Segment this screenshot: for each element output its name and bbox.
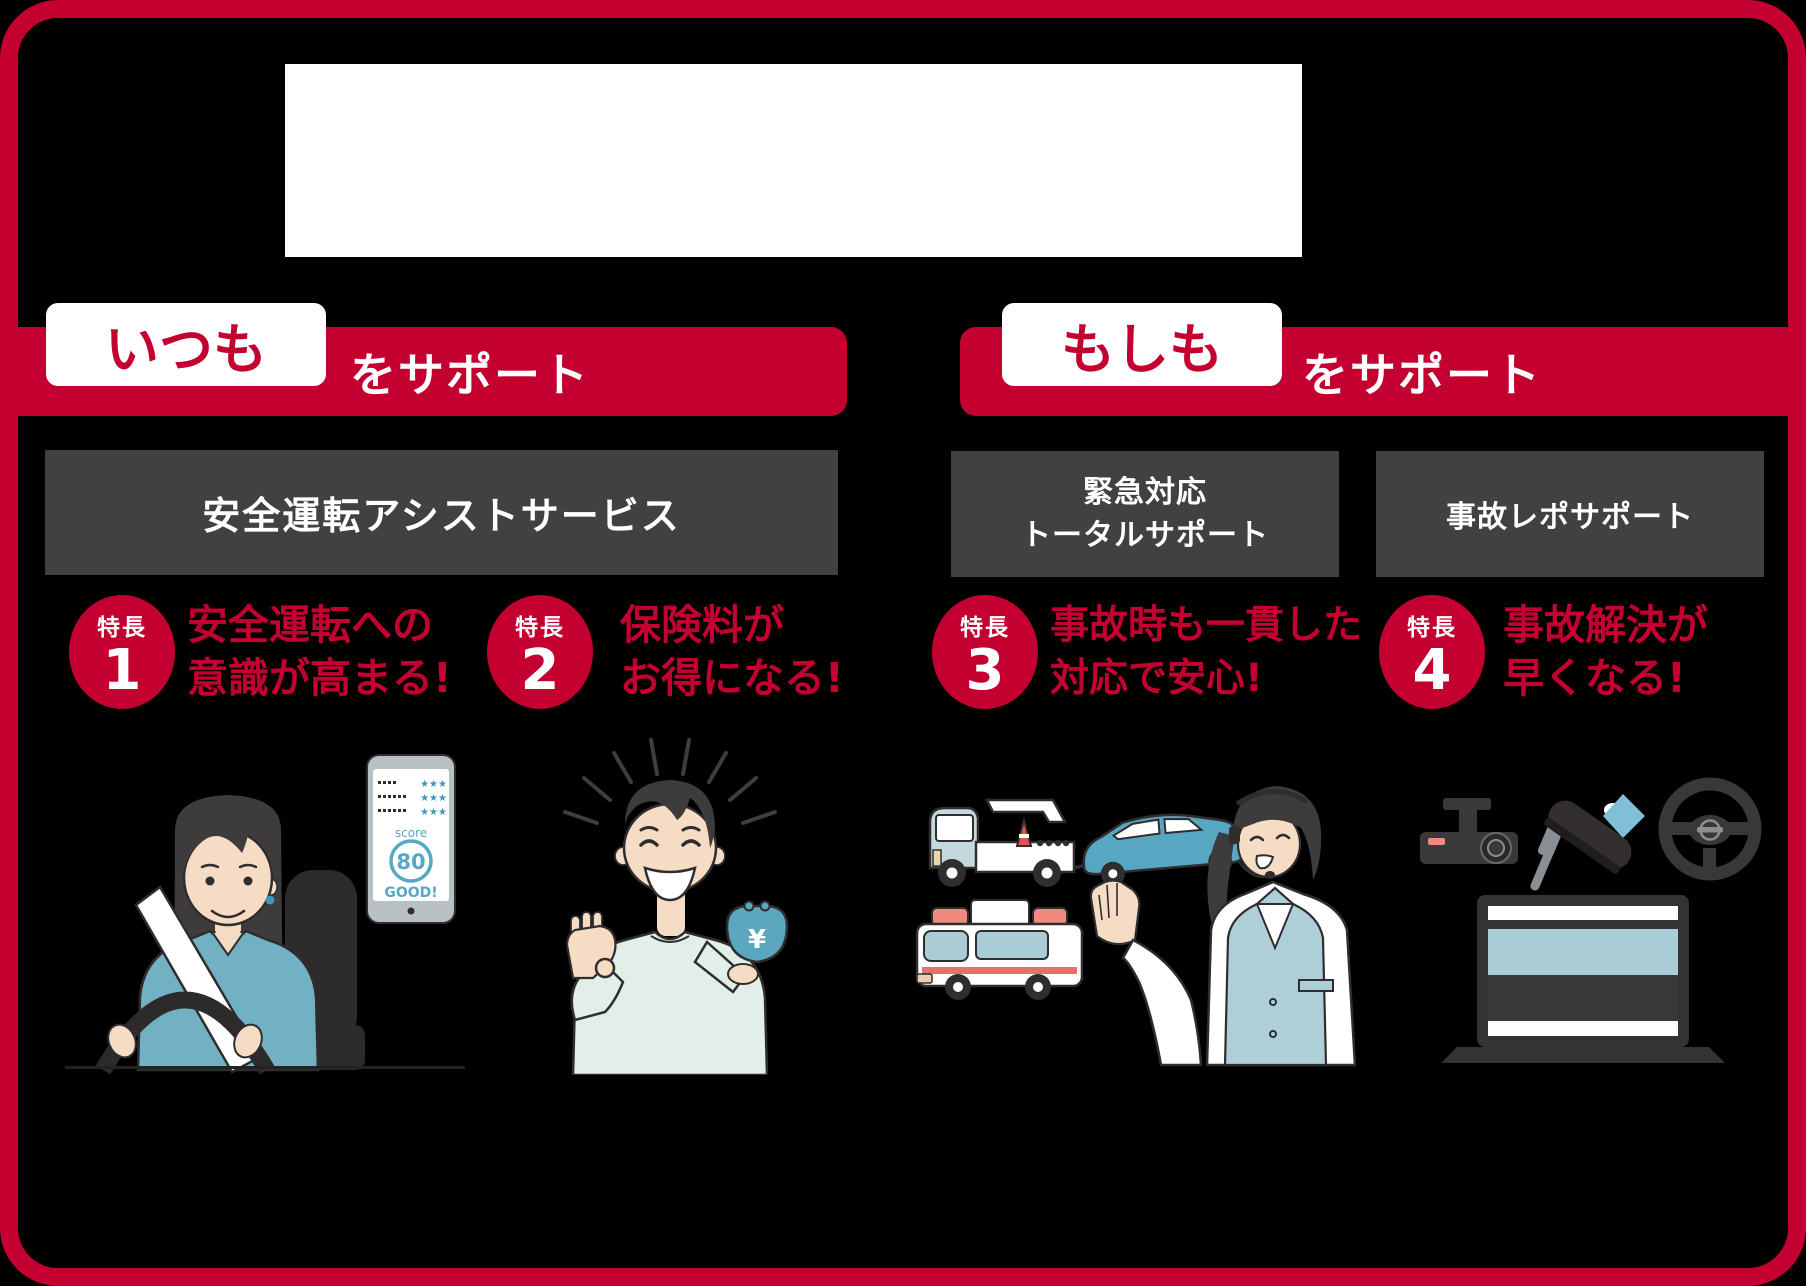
header-emergency-line2: トータルサポート [1021,518,1269,553]
woman-driver-illustration: ★★★ ★★★ ★★★ score 80 GOOD! [65,754,465,1075]
feature-3-line2: 対応で安心! [1050,656,1263,701]
towed-car-icon [1082,813,1245,886]
banner-itsumo-support: いつも をサポート [0,303,847,416]
phone-masked-text-dots [378,781,406,812]
tow-truck-icon [928,798,1106,887]
top-white-logo-panel [285,64,1302,257]
feature-4-badge: 特長 4 [1379,595,1485,709]
feature-2-badge-number: 2 [520,638,560,703]
banner-itsumo-chip: いつも [46,303,326,386]
phone-home-button [407,907,415,915]
feature-4-line1: 事故解決が [1503,601,1708,649]
excitement-rays-icon [563,738,777,825]
feature-3-badge-label: 特長 [960,615,1010,641]
phone-score-circle [389,839,433,883]
header-safe-driving-assist-label: 安全運転アシストサービス [202,494,681,538]
operator-vest [1223,886,1328,1067]
banner-moshimo-suffix: をサポート [1302,347,1542,402]
smiling-man [565,780,769,1075]
accident-evidence-illustration [1420,777,1762,1063]
smartphone-score-icon: ★★★ ★★★ ★★★ score 80 GOOD! [366,754,456,924]
dashboard-line [65,1066,465,1069]
phone-score-value: 80 [396,850,425,874]
yen-symbol: ¥ [748,925,766,955]
feature-4-text: 事故解決が 早くなる! [1503,599,1708,705]
phone-stars-row3: ★★★ [420,807,447,818]
steering-wheel-icon [1658,777,1762,881]
header-emergency-line1: 緊急対応 [1083,475,1207,510]
feature-4-badge-number: 4 [1412,638,1452,703]
banner-moshimo-support: もしも をサポート [960,303,1806,416]
feature-2-text: 保険料が お得になる! [620,599,844,705]
feature-4-badge-label: 特長 [1407,615,1457,641]
banner-itsumo-highlight: いつも [105,318,267,381]
phone-score-rating: GOOD! [384,885,437,901]
feature-1-badge-label: 特長 [97,615,147,641]
feature-4-line2: 早くなる! [1503,654,1686,702]
banner-moshimo-highlight: もしも [1061,318,1223,381]
phone-stars-row2: ★★★ [420,793,447,804]
laptop-icon [1441,895,1725,1063]
feature-2-badge: 特長 2 [487,595,593,709]
feature-1-line2: 意識が高まる! [187,654,452,702]
feature-3-line1: 事故時も一貫した [1050,603,1363,648]
headset-icon [1229,789,1309,879]
operator-woman-illustration [1089,786,1357,1067]
feature-2-line2: お得になる! [620,654,844,702]
header-accident-repo-support: 事故レポサポート [1376,451,1764,577]
feature-3-badge-number: 3 [965,638,1005,703]
feature-1-text: 安全運転への 意識が高まる! [187,599,452,705]
feature-1-badge: 特長 1 [69,595,175,709]
ambulance-icon [915,899,1084,1000]
feature-3-text: 事故時も一貫した 対応で安心! [1050,599,1362,705]
traffic-cone-icon [1015,816,1033,847]
feature-1-line1: 安全運転への [187,601,433,649]
coin-purse-icon: ¥ [725,900,789,964]
banner-itsumo-suffix: をサポート [350,347,590,402]
feature-2-badge-label: 特長 [515,615,565,641]
driver-woman [95,795,320,1075]
ok-gesture-man-illustration: ¥ [563,738,789,1075]
emergency-response-illustration [915,786,1357,1067]
feature-1-badge-number: 1 [102,638,142,703]
ok-hand-icon [565,911,617,980]
phone-score-label: score [395,826,427,840]
feature-3-badge: 特長 3 [932,595,1038,709]
header-safe-driving-assist: 安全運転アシストサービス [45,450,838,575]
dashcam-icon [1420,798,1518,864]
phone-stars-row1: ★★★ [420,779,447,790]
brake-pedal-shoe-icon [1530,794,1645,891]
earring-icon [265,895,275,905]
header-emergency-total-support: 緊急対応 トータルサポート [951,451,1339,577]
pant-cuff [1603,794,1645,838]
header-accident-repo-label: 事故レポサポート [1446,500,1694,535]
feature-2-line1: 保険料が [620,601,784,649]
banner-moshimo-chip: もしも [1002,303,1282,386]
